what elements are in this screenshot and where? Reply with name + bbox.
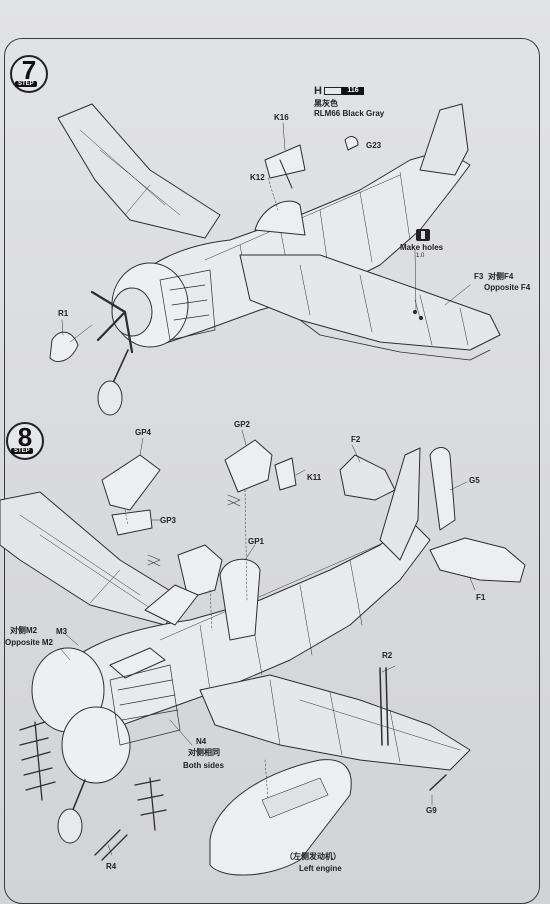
step8-canopy-gp2 [224, 439, 273, 493]
step7-f3-lead [444, 284, 471, 306]
paint-code: 116 [342, 87, 364, 95]
label-hole-size: 1.0 [416, 253, 425, 259]
step7-r1-lead [61, 319, 64, 336]
step8-tail-leads [351, 444, 476, 591]
step7-far-wing-panels [79, 129, 181, 216]
step7-number: 7 [21, 55, 37, 85]
step7-part-g23 [344, 136, 359, 151]
drill-icon [416, 229, 430, 241]
label-opposite-m2-en: Opposite M2 [5, 638, 54, 647]
step8-near-wing [199, 674, 471, 771]
label-n4: N4 [196, 737, 207, 746]
step8-near-wing-panels [269, 679, 461, 763]
step7-gear-strut [111, 349, 129, 386]
step7-engine-opening [111, 287, 153, 337]
label-r2: R2 [382, 651, 393, 660]
step7-near-wing-flap [299, 319, 491, 361]
paint-letter: H [314, 85, 322, 97]
step7-word: STEP [15, 81, 37, 87]
step8-word: STEP [11, 448, 33, 454]
step8-install-leads [124, 489, 248, 631]
step8-fuselage-panels [159, 539, 391, 691]
label-opposite-f4-cn: 对侧F4 [488, 272, 514, 281]
label-f2: F2 [351, 435, 361, 444]
label-m3: M3 [56, 627, 68, 636]
label-opposite-m2-cn: 对侧M2 [10, 626, 38, 635]
label-g9: G9 [426, 806, 437, 815]
step7-wheel [97, 380, 123, 416]
step7-near-wing [239, 254, 501, 351]
step7-k16-lead [282, 122, 286, 151]
step8-part-leads [139, 429, 306, 561]
step8-engine-lower [61, 706, 131, 784]
step7-hole-1 [412, 309, 418, 315]
step7-hole-2 [418, 315, 424, 321]
step7-badge: 7 STEP [10, 55, 48, 93]
step8-exhaust-r4-left [19, 721, 56, 801]
step8-canopy-gp3 [111, 509, 153, 536]
label-gp2: GP2 [234, 420, 251, 429]
label-gp1: GP1 [248, 537, 265, 546]
label-k12: K12 [250, 173, 265, 182]
label-opposite-f4-en: Opposite F4 [484, 283, 531, 292]
step7-k12-lead [267, 177, 279, 211]
label-gp4: GP4 [135, 428, 152, 437]
step8-far-wing-panels [19, 514, 151, 609]
step8-rudder-g5 [429, 447, 456, 531]
step7-hole-markers [414, 249, 421, 319]
label-g5: G5 [469, 476, 480, 485]
step7-part-k16 [264, 144, 306, 189]
step8-stabilizer-f1 [429, 537, 526, 583]
step7-spinner-r1 [49, 331, 79, 362]
paint-name-en: RLM66 Black Gray [314, 109, 385, 118]
step8-aircraft [0, 429, 526, 876]
label-gp3: GP3 [160, 516, 177, 525]
step7-tail-fin [419, 103, 469, 176]
step7-aircraft [49, 103, 501, 416]
step7-propeller [90, 290, 134, 354]
label-same-cn: 对侧相同 [188, 748, 220, 757]
step8-exhaust-r4-low [94, 829, 128, 861]
label-make-holes: Make holes [400, 243, 444, 252]
step8-callout-leads [59, 632, 396, 856]
step8-cowl-lead [264, 759, 269, 801]
label-f3: F3 [474, 272, 484, 281]
paint-name-cn: 黑灰色 [314, 99, 338, 108]
step7-engine-detail [159, 269, 216, 341]
step8-antenna-r2 [379, 667, 389, 746]
label-r4: R4 [106, 862, 117, 871]
step8-tail-fin [379, 447, 421, 561]
step8-number: 8 [17, 422, 33, 452]
label-f1: F1 [476, 593, 486, 602]
step8-hatch-arrow-2 [227, 494, 241, 507]
step8-stabilizer-f2 [339, 454, 396, 501]
step8-hatch-arrow-1 [147, 554, 161, 567]
step8-part-g9 [429, 774, 447, 791]
step8-canopy-gp1 [219, 558, 261, 641]
label-k11: K11 [307, 473, 322, 482]
paint-callout: H 116 [314, 85, 364, 97]
step8-part-k11 [274, 457, 297, 491]
step8-engine-detail [109, 664, 181, 746]
step7-near-wing-panels [299, 264, 469, 346]
step8-wheel [57, 808, 83, 844]
step8-canopy-gp4 [101, 454, 161, 511]
label-g23: G23 [366, 141, 382, 150]
step8-badge: 8 STEP [6, 422, 44, 460]
step7-canopy [254, 200, 306, 236]
label-left-engine-en: Left engine [299, 864, 342, 873]
label-k16: K16 [274, 113, 289, 122]
step8-cowl-openings [261, 777, 329, 819]
step7-far-wing [57, 103, 221, 239]
step7-spinner-arrow [69, 324, 93, 343]
label-left-engine-cn: （左侧发动机） [285, 852, 341, 861]
step8-exhaust-r4-right [134, 777, 167, 831]
label-both-sides: Both sides [183, 761, 224, 770]
step8-gear-strut [71, 779, 86, 813]
label-r1: R1 [58, 309, 69, 318]
step8-hood-pieces [109, 584, 199, 679]
paint-swatch-icon [324, 87, 342, 95]
